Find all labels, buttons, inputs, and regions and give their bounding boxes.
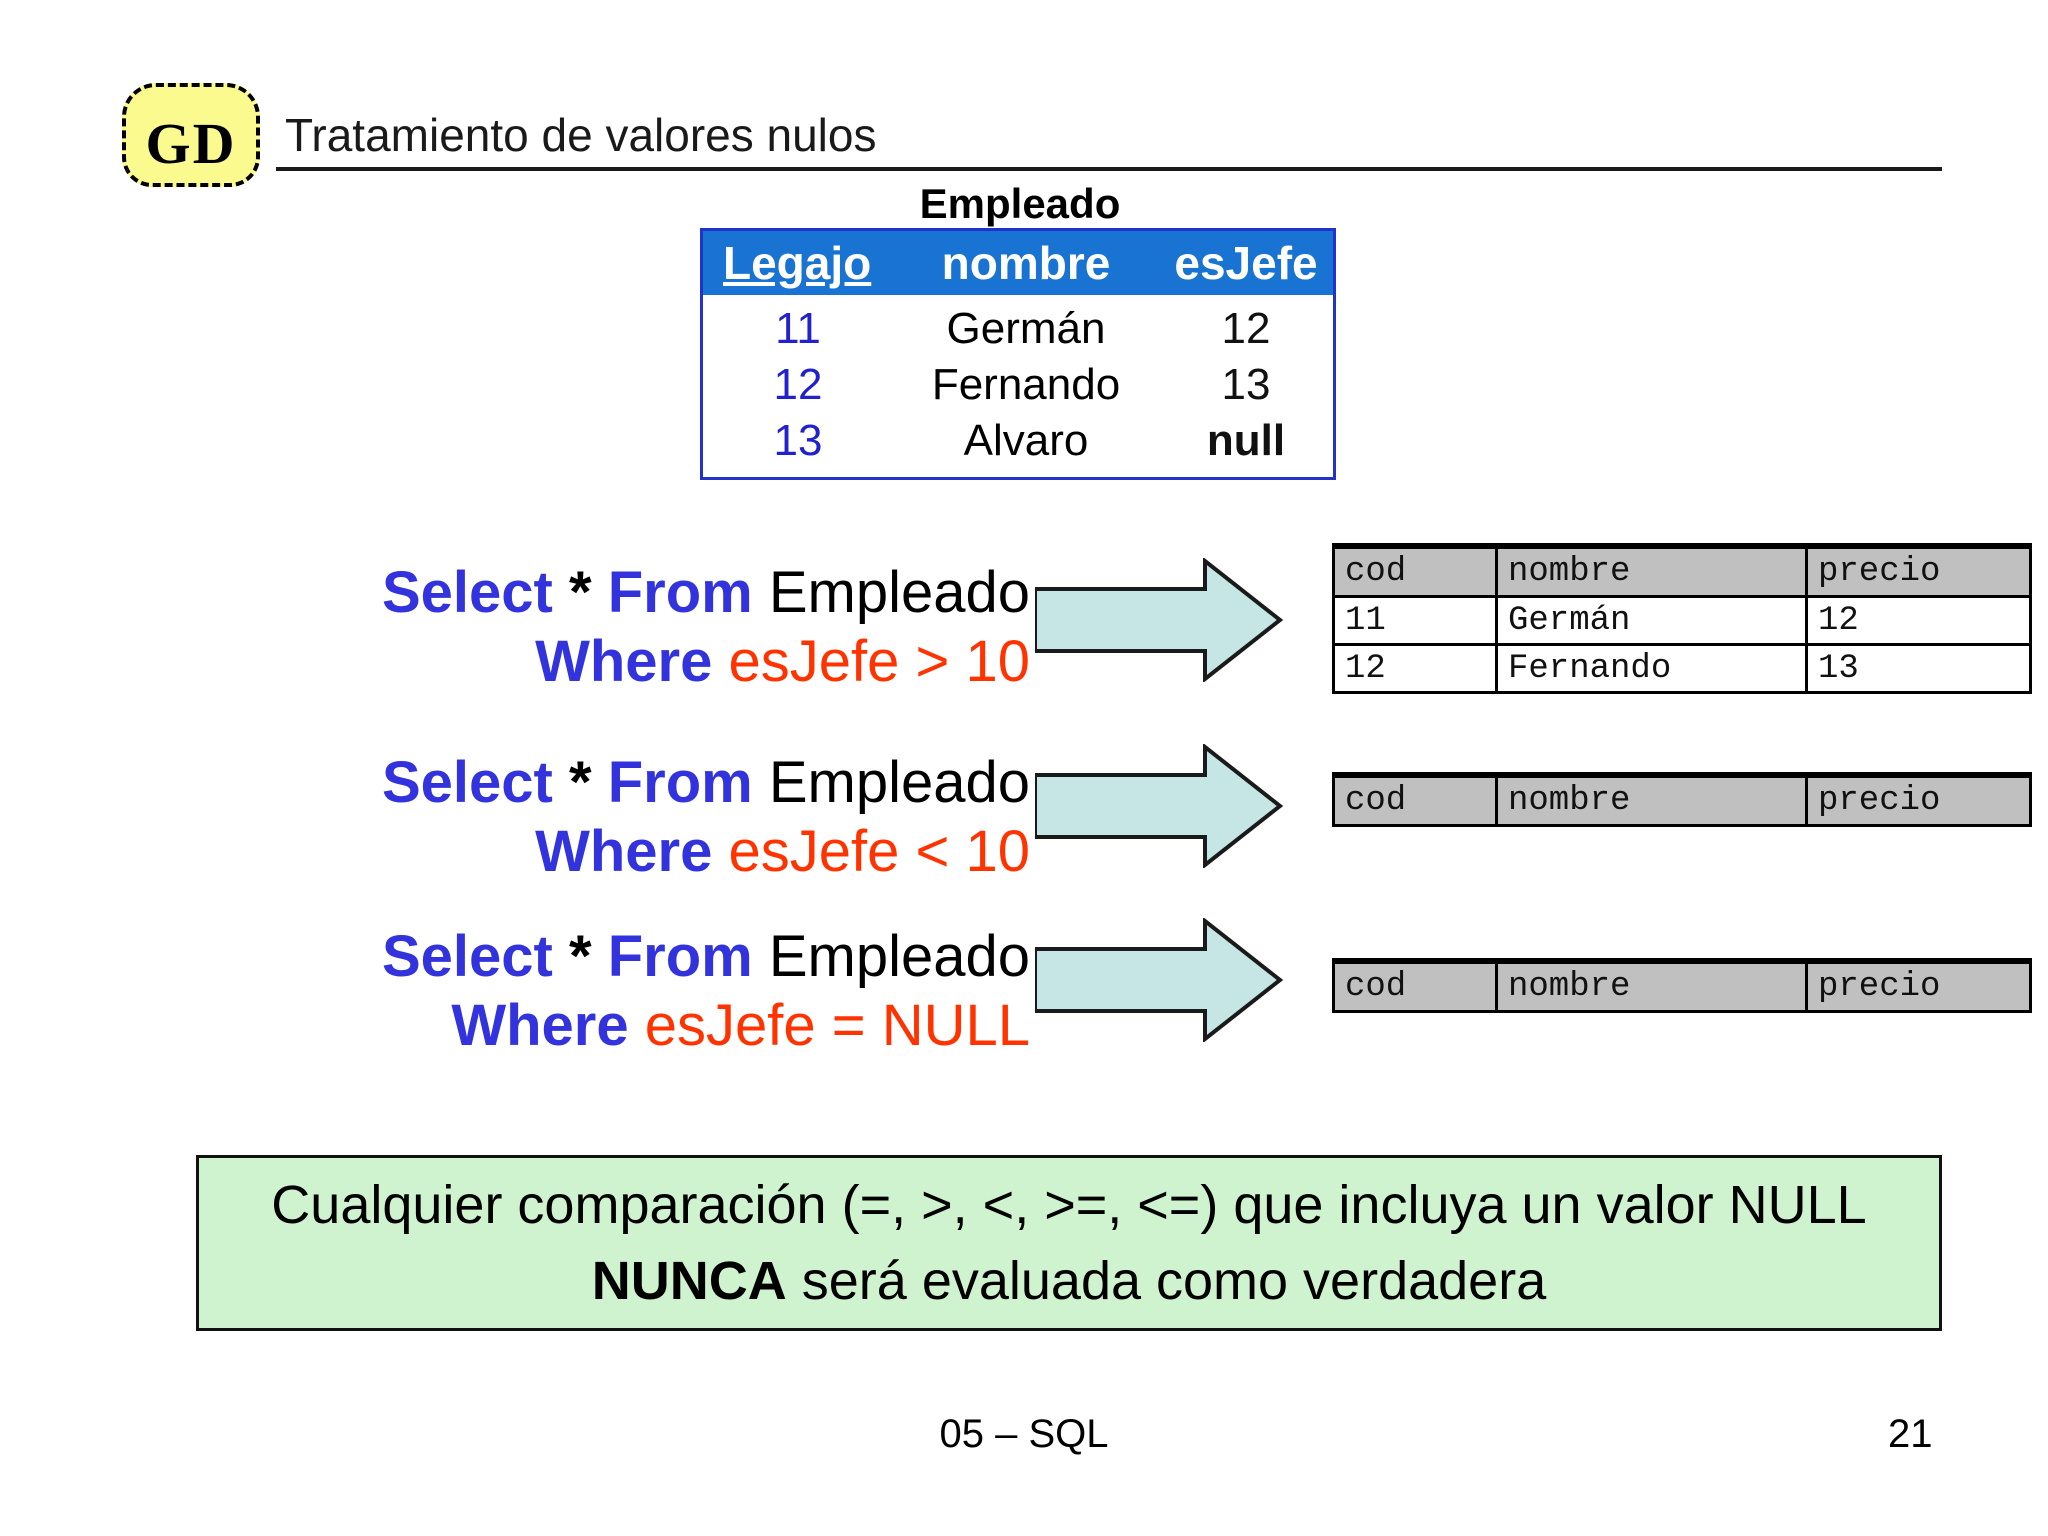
result-cell: 12 [1805,595,2032,646]
query-table-name: Empleado [768,560,1030,625]
empleado-header-legajo: Legajo [723,237,872,289]
query-line-2: Where esJefe = NULL [300,991,1030,1060]
note-line-2: NUNCA será evaluada como verdadera [592,1250,1546,1312]
table-row: 11 Germán 12 [1332,595,2032,646]
result-header-cod: cod [1332,772,1498,827]
star-symbol: * [569,924,592,989]
page-title: Tratamiento de valores nulos [285,109,877,161]
keyword-from: From [607,750,753,815]
right-arrow-icon [1035,558,1284,682]
note-line-2-rest: será evaluada como verdadera [786,1251,1547,1311]
cell-legajo: 12 [773,360,823,409]
null-comparison-note: Cualquier comparación (=, >, <, >=, <=) … [196,1155,1942,1331]
query-line-1: Select * From Empleado [300,922,1030,991]
result-cell: Fernando [1495,643,1808,694]
query-line-1: Select * From Empleado [300,748,1030,817]
note-line-1: Cualquier comparación (=, >, <, >=, <=) … [271,1175,1867,1235]
result-cell: 12 [1332,643,1498,694]
query-line-2: Where esJefe < 10 [300,817,1030,886]
result-header-cod: cod [1332,958,1498,1013]
result-table-2: cod nombre precio [1332,772,2032,827]
keyword-select: Select [381,560,553,625]
sql-query-1: Select * From Empleado Where esJefe > 10 [300,558,1030,696]
result-header-nombre: nombre [1495,543,1808,598]
result-header-precio: precio [1805,772,2032,827]
cell-nombre: Fernando [931,360,1121,409]
table-row: 13 Alvaro null [703,413,1333,469]
cell-legajo: 13 [773,416,823,465]
empleado-header-nombre: nombre [941,237,1111,289]
result-cell: 11 [1332,595,1498,646]
empleado-body: 11 Germán 12 12 Fernando 13 13 Alvaro nu… [703,295,1333,477]
title-underline [276,167,1942,171]
result-header-row: cod nombre precio [1332,543,2032,598]
result-header-nombre: nombre [1495,958,1808,1013]
cell-nombre: Germán [946,304,1106,353]
keyword-where: Where [451,993,629,1058]
query-table-name: Empleado [768,750,1030,815]
query-table-name: Empleado [768,924,1030,989]
result-table-1: cod nombre precio 11 Germán 12 12 Fernan… [1332,543,2032,694]
table-row: 11 Germán 12 [703,301,1333,357]
result-header-cod: cod [1332,543,1498,598]
empleado-header-row: Legajo nombre esJefe [703,231,1333,295]
cell-esjefe: 13 [1221,360,1271,409]
right-arrow-icon [1035,744,1284,868]
result-table-3: cod nombre precio [1332,958,2032,1013]
result-cell: 13 [1805,643,2032,694]
query-condition: esJefe = NULL [644,993,1030,1058]
keyword-select: Select [381,750,553,815]
query-condition: esJefe > 10 [728,629,1031,694]
gd-logo-icon: GD [122,83,260,187]
gd-logo-text: GD [145,111,237,176]
page-number: 21 [1888,1412,1933,1456]
result-header-nombre: nombre [1495,772,1808,827]
cell-esjefe-null: null [1206,416,1286,465]
result-header-row: cod nombre precio [1332,772,2032,827]
table-row: 12 Fernando 13 [1332,643,2032,694]
note-nunca-bold: NUNCA [591,1251,787,1311]
sql-query-2: Select * From Empleado Where esJefe < 10 [300,748,1030,886]
star-symbol: * [569,750,592,815]
right-arrow-icon [1035,918,1284,1042]
table-row: 12 Fernando 13 [703,357,1333,413]
footer-title: 05 – SQL [939,1412,1109,1456]
cell-nombre: Alvaro [963,416,1089,465]
cell-legajo: 11 [775,304,821,353]
keyword-where: Where [535,819,713,884]
keyword-where: Where [535,629,713,694]
star-symbol: * [569,560,592,625]
empleado-header-esjefe: esJefe [1174,237,1318,289]
query-line-1: Select * From Empleado [300,558,1030,627]
cell-esjefe: 12 [1221,304,1271,353]
result-header-precio: precio [1805,543,2032,598]
keyword-select: Select [381,924,553,989]
keyword-from: From [607,560,753,625]
empleado-caption: Empleado [919,180,1121,227]
keyword-from: From [607,924,753,989]
result-header-precio: precio [1805,958,2032,1013]
result-header-row: cod nombre precio [1332,958,2032,1013]
query-line-2: Where esJefe > 10 [300,627,1030,696]
query-condition: esJefe < 10 [728,819,1031,884]
sql-query-3: Select * From Empleado Where esJefe = NU… [300,922,1030,1060]
result-cell: Germán [1495,595,1808,646]
empleado-table: Legajo nombre esJefe 11 Germán 12 12 Fer… [700,228,1336,480]
